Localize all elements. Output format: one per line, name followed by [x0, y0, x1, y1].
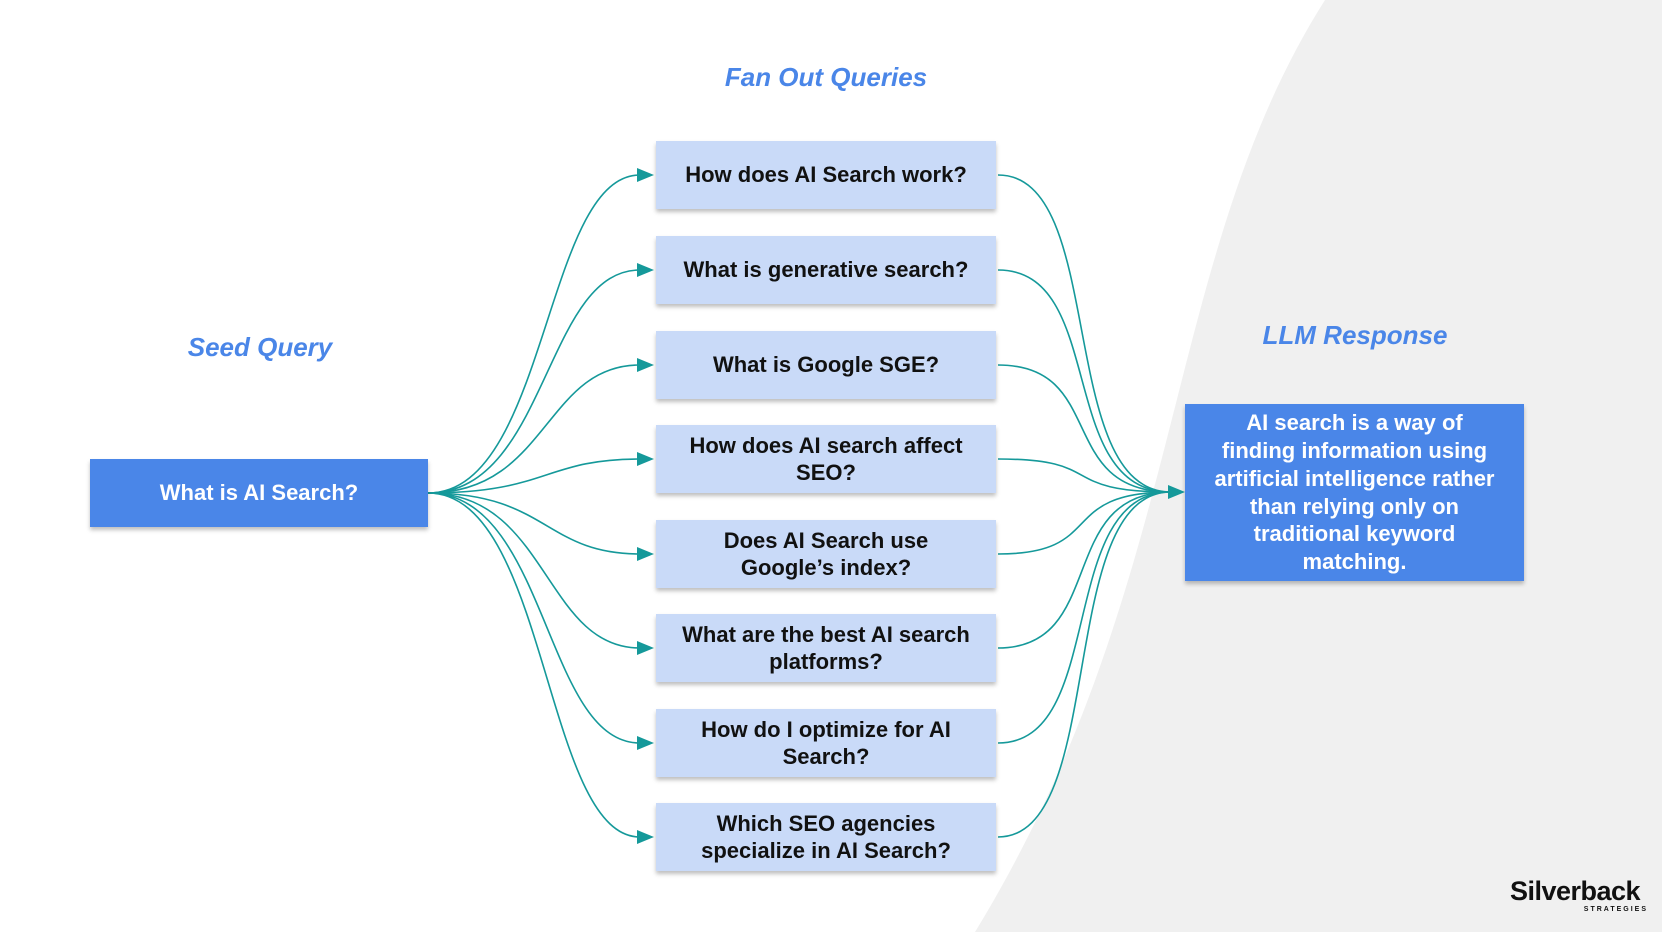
- seed-query-heading: Seed Query: [187, 332, 333, 362]
- response-connector-line: [997, 269, 1172, 493]
- response-connector-line: [997, 491, 1172, 555]
- seed-query-box: What is AI Search?: [90, 459, 428, 527]
- seed-connector-arrowhead: [637, 263, 654, 277]
- fan-out-query-box: How does AI search affect SEO?: [656, 425, 996, 493]
- seed-connector-arrowhead: [637, 736, 654, 750]
- response-connector-line: [997, 491, 1172, 744]
- fan-out-query-box: What is Google SGE?: [656, 331, 996, 399]
- response-connector-arrowhead: [1168, 485, 1185, 499]
- logo-tagline: STRATEGIES: [1583, 906, 1648, 913]
- seed-connector-line: [427, 492, 641, 555]
- connectors: [427, 168, 1185, 844]
- llm-response-heading: LLM Response: [1262, 320, 1448, 350]
- seed-connector-arrowhead: [637, 830, 654, 844]
- fan-out-query-box: What are the best AI search platforms?: [656, 614, 996, 682]
- response-connector-line: [997, 491, 1172, 649]
- response-connector-line: [997, 364, 1172, 493]
- seed-connector-arrowhead: [637, 641, 654, 655]
- seed-connector-arrowhead: [637, 547, 654, 561]
- seed-connector-arrowhead: [637, 358, 654, 372]
- response-connector-line: [997, 174, 1172, 493]
- seed-connector-line: [427, 364, 641, 494]
- llm-response-box: AI search is a way of finding informatio…: [1185, 404, 1524, 581]
- seed-connector-line: [427, 174, 641, 494]
- fan-out-query-box: How do I optimize for AI Search?: [656, 709, 996, 777]
- seed-connector-line: [427, 492, 641, 838]
- seed-connector-line: [427, 269, 641, 494]
- seed-connector-line: [427, 492, 641, 744]
- fan-out-heading: Fan Out Queries: [724, 62, 928, 92]
- silverback-logo: Silverback STRATEGIES: [1500, 876, 1650, 914]
- seed-connector-line: [427, 492, 641, 649]
- response-connector-line: [997, 491, 1172, 838]
- fan-out-query-box: How does AI Search work?: [656, 141, 996, 209]
- seed-connector-arrowhead: [637, 452, 654, 466]
- response-connector-line: [997, 458, 1172, 493]
- fan-out-query-box: What is generative search?: [656, 236, 996, 304]
- fan-out-query-box: Which SEO agencies specialize in AI Sear…: [656, 803, 996, 871]
- logo-wordmark: Silverback: [1509, 876, 1641, 906]
- seed-connector-line: [427, 458, 641, 494]
- fan-out-query-box: Does AI Search use Google’s index?: [656, 520, 996, 588]
- seed-connector-arrowhead: [637, 168, 654, 182]
